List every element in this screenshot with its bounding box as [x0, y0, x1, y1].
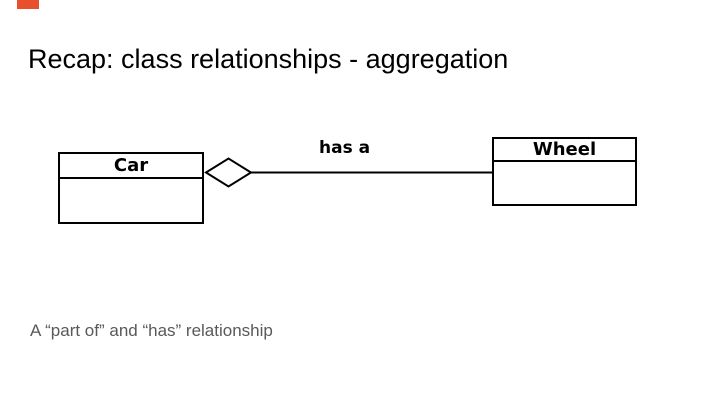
- class-name-label-car: Car: [60, 154, 202, 179]
- aggregation-diamond-icon: [204, 157, 253, 188]
- slide-title: Recap: class relationships - aggregation: [28, 44, 509, 74]
- slide-note: A “part of” and “has” relationship: [30, 321, 273, 340]
- uml-class-box-car: Car: [58, 152, 204, 224]
- relationship-label: has a: [319, 138, 371, 158]
- uml-class-box-wheel: Wheel: [492, 137, 637, 206]
- class-name-label-wheel: Wheel: [494, 139, 635, 162]
- slide-accent-bar: [17, 0, 39, 9]
